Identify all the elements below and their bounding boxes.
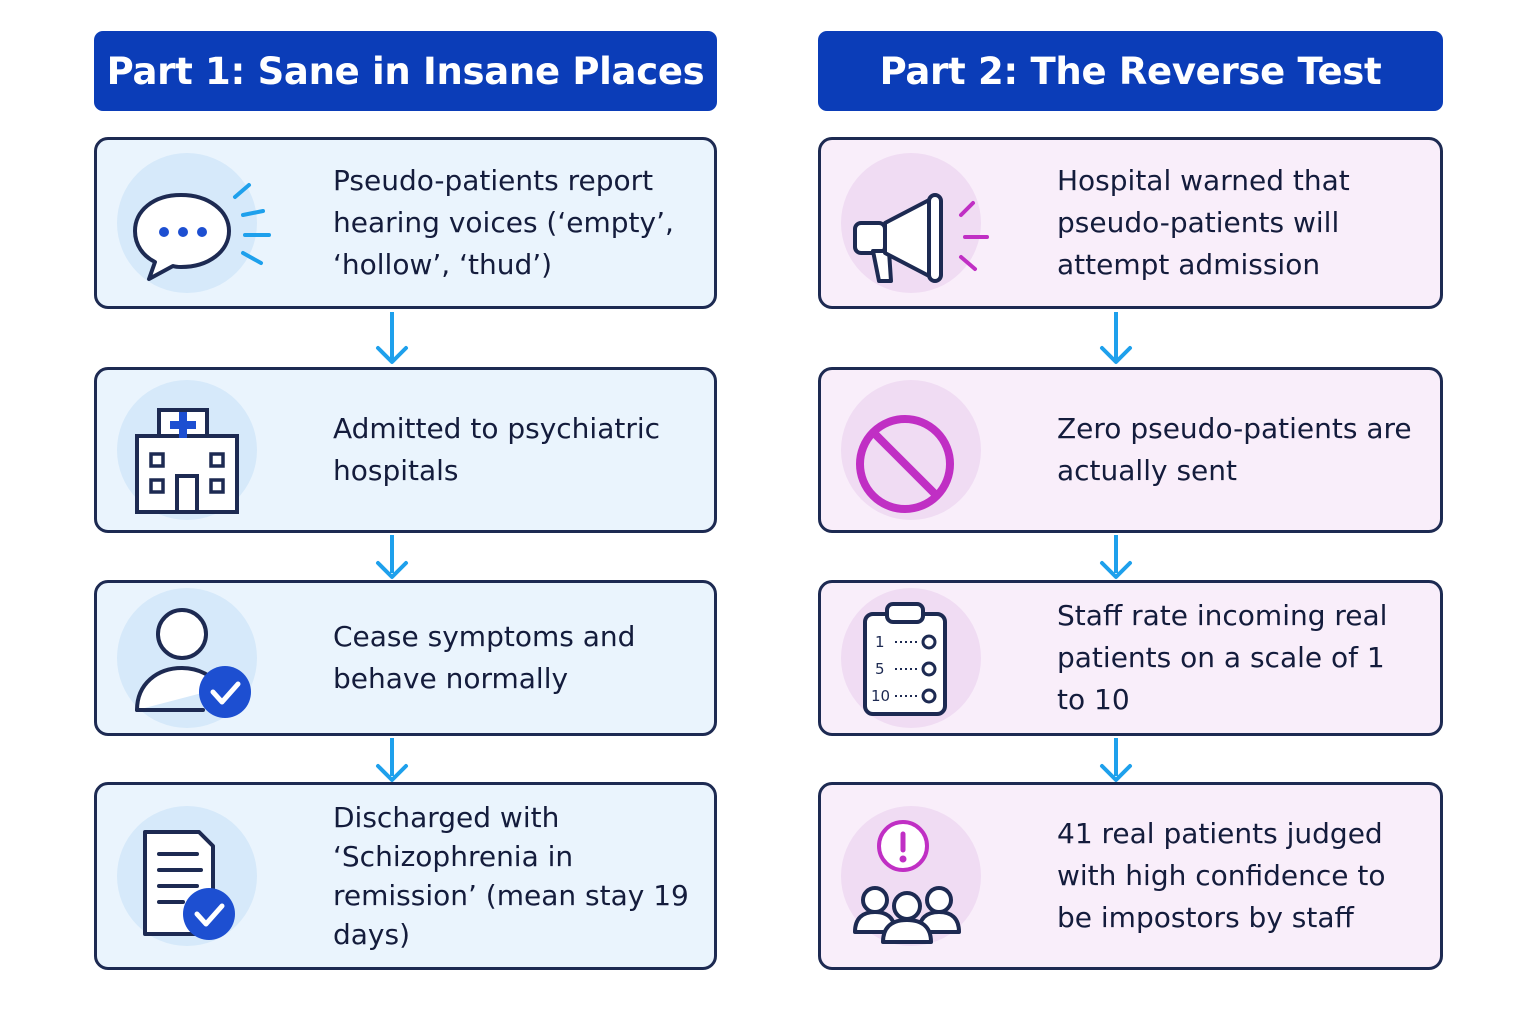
group-alert-icon — [841, 806, 981, 946]
step-text: Hospital warned that pseudo-patients wil… — [1057, 164, 1350, 281]
step-text: Zero pseudo-patients are actually sent — [1057, 412, 1412, 487]
flow-arrow — [372, 736, 412, 796]
step-text: 41 real patients judged with high confid… — [1057, 817, 1386, 934]
step-text: Staff rate incoming real patients on a s… — [1057, 599, 1388, 716]
scale-label: 1 — [875, 633, 885, 651]
flow-arrow — [1096, 310, 1136, 370]
flow-arrow — [372, 310, 412, 370]
scale-label: 10 — [871, 687, 890, 705]
document-check-icon — [117, 806, 257, 946]
flow-arrow — [1096, 736, 1136, 796]
part2-step-4: 41 real patients judged with high confid… — [818, 782, 1443, 970]
step-text: Discharged with ‘Schizophrenia in remiss… — [333, 801, 689, 951]
person-check-icon — [117, 588, 257, 728]
part2-step-2: Zero pseudo-patients are actually sent — [818, 367, 1443, 533]
part2-step-1: Hospital warned that pseudo-patients wil… — [818, 137, 1443, 309]
step-text: Pseudo-patients report hearing voices (‘… — [333, 164, 674, 281]
clipboard-scale-icon: 1 5 10 — [841, 588, 981, 728]
step-text: Cease symptoms and behave normally — [333, 620, 636, 695]
part2-title: Part 2: The Reverse Test — [879, 49, 1382, 93]
part1-step-3: Cease symptoms and behave normally — [94, 580, 717, 736]
part2-header: Part 2: The Reverse Test — [818, 31, 1443, 111]
part1-title: Part 1: Sane in Insane Places — [106, 49, 705, 93]
part1-step-2: Admitted to psychiatric hospitals — [94, 367, 717, 533]
scale-label: 5 — [875, 660, 885, 678]
part1-header: Part 1: Sane in Insane Places — [94, 31, 717, 111]
flow-arrow — [1096, 533, 1136, 593]
hospital-icon — [117, 380, 257, 520]
prohibited-icon — [841, 380, 981, 520]
part1-step-4: Discharged with ‘Schizophrenia in remiss… — [94, 782, 717, 970]
megaphone-icon — [841, 153, 989, 293]
part1-step-1: Pseudo-patients report hearing voices (‘… — [94, 137, 717, 309]
speech-bubble-icon — [117, 153, 271, 293]
flow-arrow — [372, 533, 412, 593]
step-text: Admitted to psychiatric hospitals — [333, 412, 661, 487]
part2-step-3: 1 5 10 Staff rate incoming real patients… — [818, 580, 1443, 736]
